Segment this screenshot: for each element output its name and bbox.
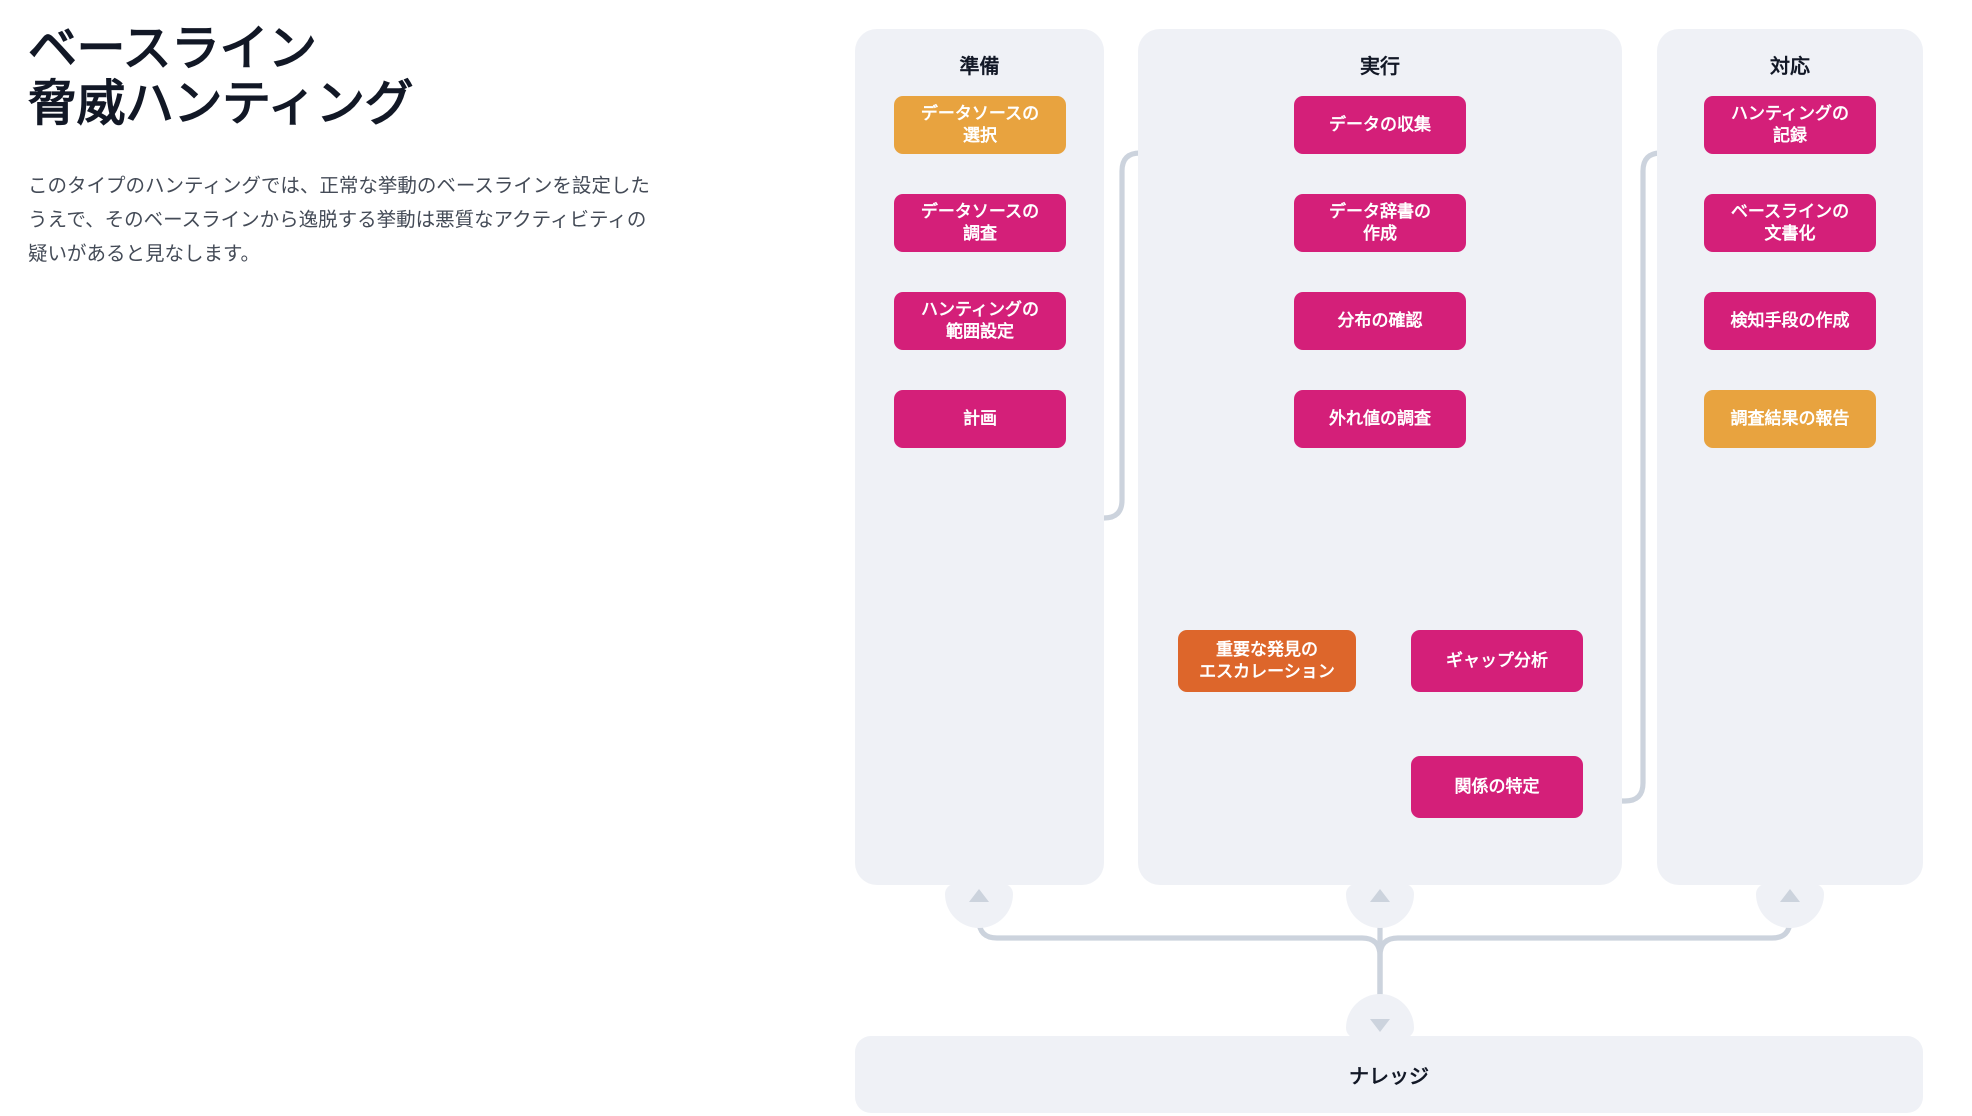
column-title-exec: 実行 (1360, 56, 1400, 78)
node-exec-5[interactable]: 重要な発見の エスカレーション (1178, 630, 1356, 692)
node-prep-2[interactable]: データソースの 調査 (894, 194, 1066, 252)
node-prep-3[interactable]: ハンティングの 範囲設定 (894, 292, 1066, 350)
column-panel-prep (855, 29, 1104, 885)
intro-panel: ベースライン 脅威ハンティング このタイプのハンティングでは、正常な挙動のベース… (28, 22, 688, 272)
edge-prep-to-knowledge (976, 897, 1383, 1015)
page-title: ベースライン 脅威ハンティング (28, 22, 414, 132)
node-resp-4[interactable]: 調査結果の報告 (1704, 390, 1876, 448)
knowledge-panel[interactable]: ナレッジ (855, 1036, 1923, 1113)
node-exec-1[interactable]: データの収集 (1294, 96, 1466, 154)
edge-resp-to-knowledge (1377, 897, 1793, 1015)
column-panel-exec (1138, 29, 1622, 885)
node-resp-1[interactable]: ハンティングの 記録 (1704, 96, 1876, 154)
node-exec-7[interactable]: 関係の特定 (1411, 756, 1583, 818)
node-resp-2[interactable]: ベースラインの 文書化 (1704, 194, 1876, 252)
page-description: このタイプのハンティングでは、正常な挙動のベースラインを設定したうえで、そのベー… (28, 174, 650, 266)
column-title-resp: 対応 (1770, 56, 1810, 78)
column-panel-resp (1657, 29, 1923, 885)
merge-arrowheads (969, 889, 1800, 1032)
node-prep-1[interactable]: データソースの 選択 (894, 96, 1066, 154)
node-exec-6[interactable]: ギャップ分析 (1411, 630, 1583, 692)
node-exec-2[interactable]: データ辞書の 作成 (1294, 194, 1466, 252)
column-title-prep: 準備 (959, 56, 1000, 78)
node-resp-3[interactable]: 検知手段の作成 (1704, 292, 1876, 350)
connector-notches (945, 884, 1824, 1038)
node-prep-4[interactable]: 計画 (894, 390, 1066, 448)
node-exec-4[interactable]: 外れ値の調査 (1294, 390, 1466, 448)
node-exec-3[interactable]: 分布の確認 (1294, 292, 1466, 350)
